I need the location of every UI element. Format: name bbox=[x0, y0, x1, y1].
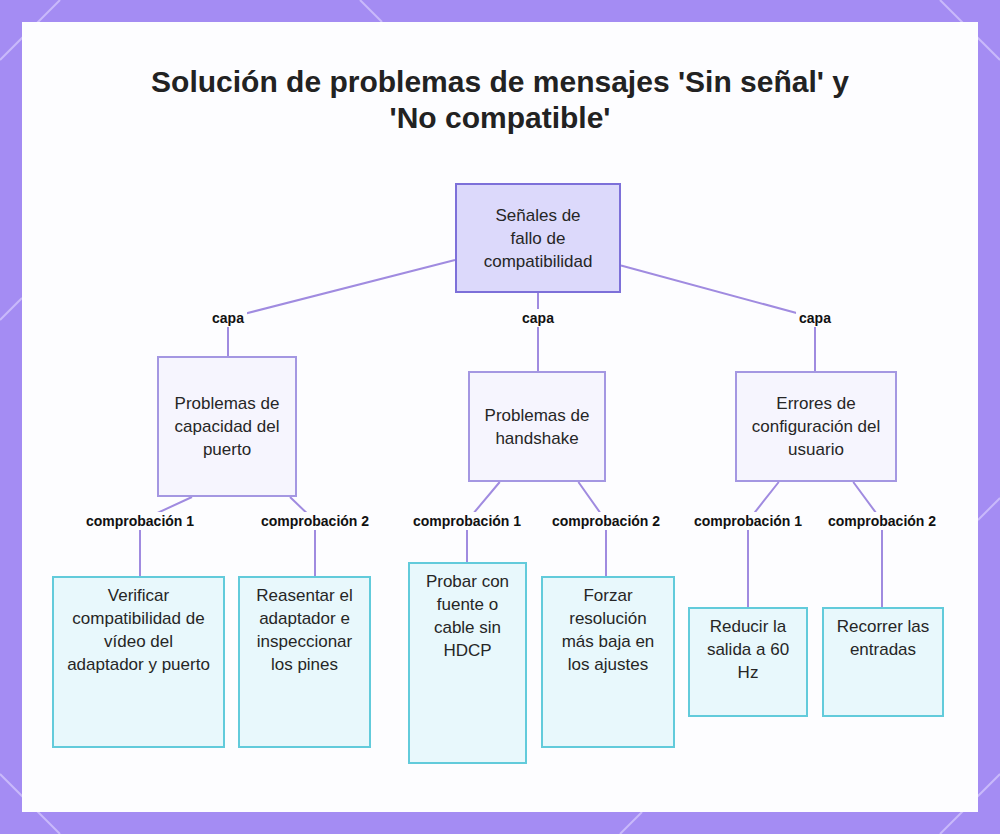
text-group: Señales de fallo de compatibilidad bbox=[484, 204, 593, 273]
category-box: Problemas de capacidad del puerto bbox=[157, 356, 297, 497]
check-box: Reducir la salida a 60 Hz bbox=[688, 607, 808, 717]
check-box: Reasentar el adaptador e inspeccionar lo… bbox=[238, 576, 371, 748]
category-box: Errores de configuración del usuario bbox=[735, 371, 897, 482]
connector-line bbox=[748, 482, 779, 607]
connector-line bbox=[853, 482, 882, 607]
node-text: Errores de configuración del usuario bbox=[751, 392, 881, 461]
edge-label: capa bbox=[519, 309, 557, 327]
edge-label: comprobación 1 bbox=[410, 512, 524, 530]
edge-label: capa bbox=[209, 309, 247, 327]
node-text: Forzar resolución más baja en los ajuste… bbox=[553, 584, 663, 676]
connector-line bbox=[228, 260, 455, 356]
edge-label: comprobación 1 bbox=[691, 512, 805, 530]
check-box: Forzar resolución más baja en los ajuste… bbox=[541, 576, 675, 748]
root-box: Señales de fallo de compatibilidad bbox=[455, 183, 621, 293]
check-box: Recorrer las entradas bbox=[822, 607, 944, 717]
node-text: Verificar compatibilidad de vídeo del ad… bbox=[64, 584, 213, 676]
text-group: Reasentar el adaptador e inspeccionar lo… bbox=[250, 584, 359, 676]
connector-line bbox=[537, 293, 539, 371]
edge-label: comprobación 2 bbox=[258, 512, 372, 530]
category-box: Problemas de handshake bbox=[468, 371, 606, 482]
connector-line bbox=[140, 497, 192, 576]
node-text: Problemas de handshake bbox=[484, 404, 590, 450]
text-group: Recorrer las entradas bbox=[834, 615, 932, 661]
node-text: Probar con fuente o cable sin HDCP bbox=[420, 570, 515, 662]
check-box: Verificar compatibilidad de vídeo del ad… bbox=[52, 576, 225, 748]
node-text: Problemas de capacidad del puerto bbox=[173, 392, 281, 461]
connector-line bbox=[290, 497, 315, 576]
text-group: Forzar resolución más baja en los ajuste… bbox=[553, 584, 663, 676]
text-group: Verificar compatibilidad de vídeo del ad… bbox=[64, 584, 213, 676]
edge-label: comprobación 2 bbox=[825, 512, 939, 530]
connector-line bbox=[621, 266, 815, 372]
edge-label: comprobación 1 bbox=[83, 512, 197, 530]
diagram-title: Solución de problemas de mensajes 'Sin s… bbox=[150, 64, 850, 136]
edge-label: capa bbox=[796, 309, 834, 327]
text-group: Probar con fuente o cable sin HDCP bbox=[420, 570, 515, 662]
node-text: Reasentar el adaptador e inspeccionar lo… bbox=[250, 584, 359, 676]
text-group: Errores de configuración del usuario bbox=[751, 392, 881, 461]
edge-label: comprobación 2 bbox=[549, 512, 663, 530]
text-group: Problemas de capacidad del puerto bbox=[173, 392, 281, 461]
check-box: Probar con fuente o cable sin HDCP bbox=[408, 562, 527, 764]
node-text: Señales de fallo de compatibilidad bbox=[484, 204, 593, 273]
text-group: Reducir la salida a 60 Hz bbox=[700, 615, 796, 684]
node-text: Reducir la salida a 60 Hz bbox=[700, 615, 796, 684]
node-text: Recorrer las entradas bbox=[834, 615, 932, 661]
text-group: Problemas de handshake bbox=[484, 404, 590, 450]
